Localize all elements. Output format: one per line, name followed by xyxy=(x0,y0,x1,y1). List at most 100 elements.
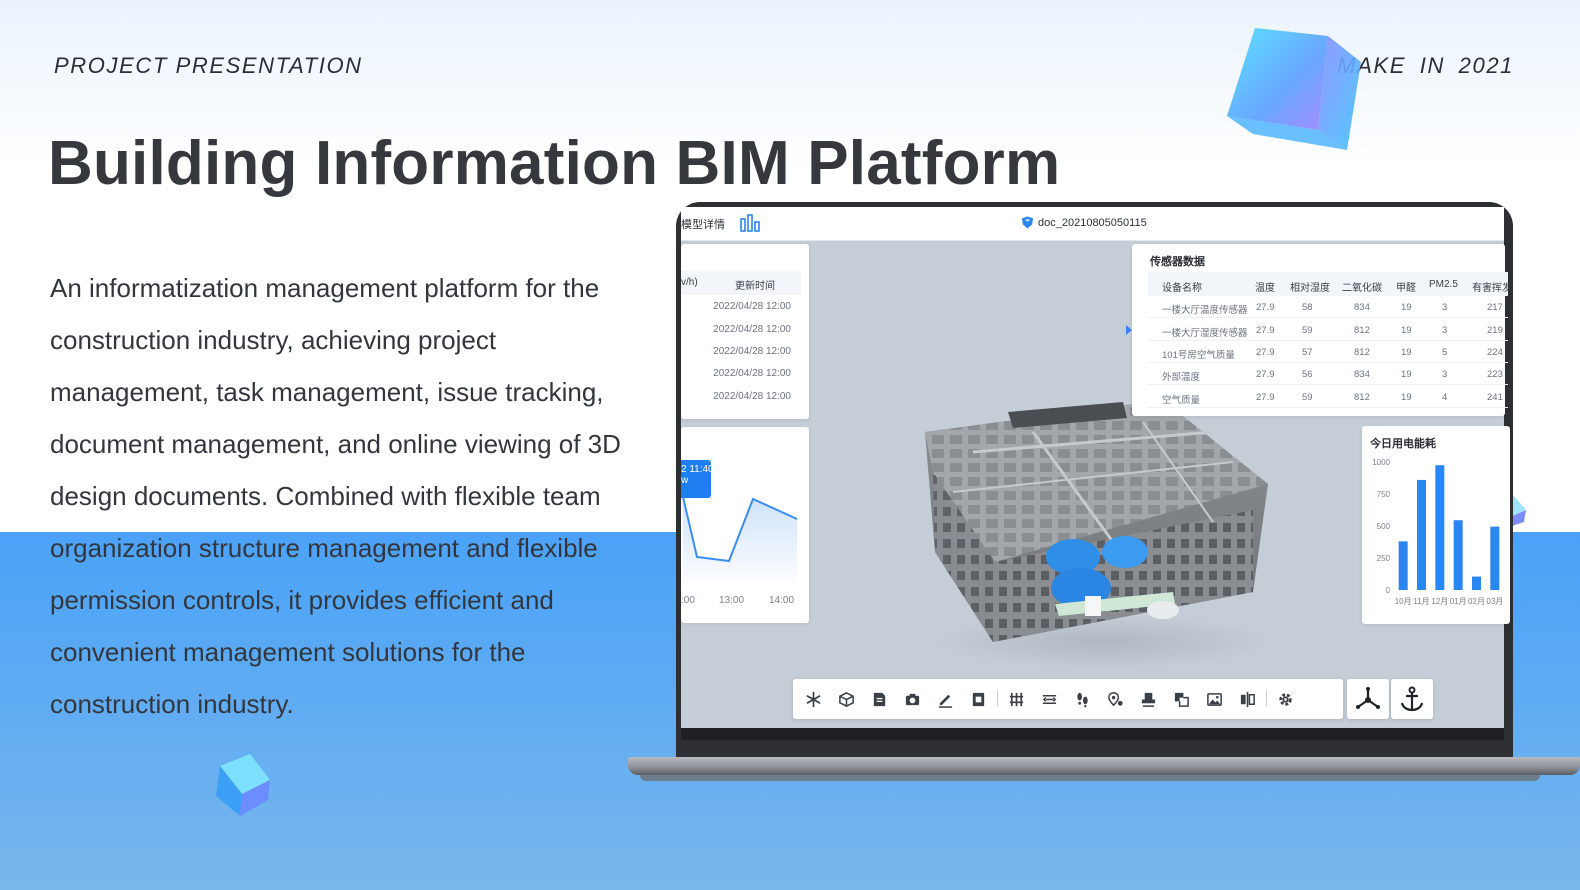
table-row[interactable]: 101号房空气质量 27.9 57 812 19 5 224 xyxy=(1148,341,1508,363)
left-table-header: v/h) 更新时间 xyxy=(681,271,801,295)
left-table-col-unit: v/h) xyxy=(681,277,698,288)
energy-bar[interactable] xyxy=(1490,526,1500,590)
explode-tool-button[interactable] xyxy=(797,679,830,719)
energy-bar[interactable] xyxy=(1453,520,1463,590)
table-row[interactable]: 一楼大厅温度传感器 27.9 58 834 19 3 217 xyxy=(1148,296,1508,318)
header-voc: 有害挥发 xyxy=(1472,283,1512,294)
slide-title: Building Information BIM Platform xyxy=(48,129,1061,198)
layers-icon xyxy=(1174,692,1189,707)
table-row: 2022/04/28 12:00 xyxy=(713,301,791,312)
location-button[interactable] xyxy=(1099,679,1132,719)
x-tick-label: 02月 xyxy=(1468,597,1485,606)
building-3d-model[interactable] xyxy=(913,392,1283,672)
ruler-icon xyxy=(1042,694,1057,704)
energy-bar[interactable] xyxy=(1435,465,1445,590)
split-view-icon xyxy=(1240,691,1255,707)
structure-button[interactable] xyxy=(1000,679,1033,719)
bar-chart-icon[interactable] xyxy=(739,213,761,233)
cube-icon xyxy=(839,691,854,707)
header-pm25: PM2.5 xyxy=(1429,279,1458,290)
toolbar-separator xyxy=(997,691,998,707)
chart-tooltip: 2 11:40 w xyxy=(681,460,714,498)
footprints-icon xyxy=(1077,692,1088,707)
y-tick-label: 0 xyxy=(1386,586,1391,595)
table-row: 2022/04/28 12:00 xyxy=(713,324,791,335)
floor-button[interactable] xyxy=(1132,679,1165,719)
document-name: doc_20210805050115 xyxy=(1038,216,1147,229)
stamp-icon xyxy=(1141,692,1156,707)
measure-button[interactable] xyxy=(1033,679,1066,719)
tooltip-unit: w xyxy=(681,475,689,486)
left-table-col-time: 更新时间 xyxy=(735,281,775,292)
header-device: 设备名称 xyxy=(1162,283,1202,294)
line-chart xyxy=(682,496,798,589)
x-tick-label: 10月 xyxy=(1395,597,1412,606)
anchor-icon xyxy=(1400,686,1424,712)
year-label: MAKE IN 2021 xyxy=(1337,53,1514,78)
pen-icon xyxy=(938,694,953,708)
laptop-base xyxy=(628,757,1580,775)
laptop-screen: 模型详情 doc_20210805050115 v/h) 更新时间 2022/0… xyxy=(681,207,1512,740)
left-data-panel: v/h) 更新时间 2022/04/28 12:00 2022/04/28 12… xyxy=(681,244,809,419)
laptop-base-shadow xyxy=(640,775,1540,781)
camera-icon xyxy=(905,693,920,705)
markup-button[interactable] xyxy=(929,679,962,719)
line-series xyxy=(682,496,798,563)
anchor-button[interactable] xyxy=(1391,679,1433,719)
table-row[interactable]: 外部温度 27.9 56 834 19 3 223 xyxy=(1148,363,1508,385)
x-tick-label: 11月 xyxy=(1413,597,1429,606)
app-topbar: 模型详情 doc_20210805050115 xyxy=(681,207,1504,241)
layers-button[interactable] xyxy=(1165,679,1198,719)
settings-button[interactable] xyxy=(1269,679,1302,719)
y-tick-label: 1000 xyxy=(1372,458,1390,467)
header-formaldehyde: 甲醛 xyxy=(1396,283,1416,294)
energy-bar[interactable] xyxy=(1398,541,1408,590)
table-row: 2022/04/28 12:00 xyxy=(713,368,791,379)
axis-icon xyxy=(1356,687,1380,709)
tooltip-time: 2 11:40 xyxy=(681,464,714,475)
image-icon xyxy=(1207,692,1222,706)
header-humidity: 相对湿度 xyxy=(1290,283,1330,294)
viewer-toolbar xyxy=(793,679,1343,719)
map-pin-icon xyxy=(1108,691,1123,706)
image-button[interactable] xyxy=(1198,679,1231,719)
annotation-button[interactable] xyxy=(962,679,995,719)
document-tool-button[interactable] xyxy=(863,679,896,719)
x-tick-label: 12月 xyxy=(1431,597,1448,606)
table-row[interactable]: 空气质量 27.9 59 812 19 4 241 xyxy=(1148,386,1508,408)
eyebrow-label: PROJECT PRESENTATION xyxy=(54,53,363,78)
compare-button[interactable] xyxy=(1231,679,1264,719)
cube-decoration-small xyxy=(216,754,270,816)
y-tick-label: 750 xyxy=(1377,490,1391,499)
screenshot-button[interactable] xyxy=(896,679,929,719)
screen-bezel-bottom xyxy=(681,728,1504,740)
cube-view-button[interactable] xyxy=(830,679,863,719)
energy-chart-title: 今日用电能耗 xyxy=(1370,438,1436,450)
sensor-table-header: 设备名称 温度 相对湿度 二氧化碳 甲醛 PM2.5 有害挥发 xyxy=(1148,272,1512,296)
line-x-label: :00 xyxy=(681,595,695,606)
x-tick-label: 03月 xyxy=(1486,597,1503,606)
row-pointer-icon xyxy=(1126,325,1132,335)
header-co2: 二氧化碳 xyxy=(1342,283,1382,294)
table-row: 2022/04/28 12:00 xyxy=(713,346,791,357)
note-icon xyxy=(972,692,985,706)
cube-decoration-large xyxy=(1227,28,1361,150)
shield-icon xyxy=(1021,216,1034,229)
toolbar-separator xyxy=(1266,691,1267,707)
y-tick-label: 500 xyxy=(1377,522,1391,531)
grid-icon xyxy=(1009,692,1024,706)
sensor-data-panel: 传感器数据 设备名称 温度 相对湿度 二氧化碳 甲醛 PM2.5 有害挥发 一楼… xyxy=(1132,244,1512,416)
line-x-label: 14:00 xyxy=(769,595,795,606)
axis-navigation-button[interactable] xyxy=(1347,679,1389,719)
table-row[interactable]: 一楼大厅湿度传感器 27.9 59 812 19 3 219 xyxy=(1148,319,1508,341)
energy-bar[interactable] xyxy=(1417,479,1426,590)
walk-mode-button[interactable] xyxy=(1066,679,1099,719)
header-temp: 温度 xyxy=(1255,283,1275,294)
gear-icon xyxy=(1279,692,1292,706)
model-detail-tab[interactable]: 模型详情 xyxy=(681,219,725,231)
line-area xyxy=(683,497,797,589)
slide-description: An informatization management platform f… xyxy=(50,273,621,719)
energy-bar[interactable] xyxy=(1472,576,1481,590)
